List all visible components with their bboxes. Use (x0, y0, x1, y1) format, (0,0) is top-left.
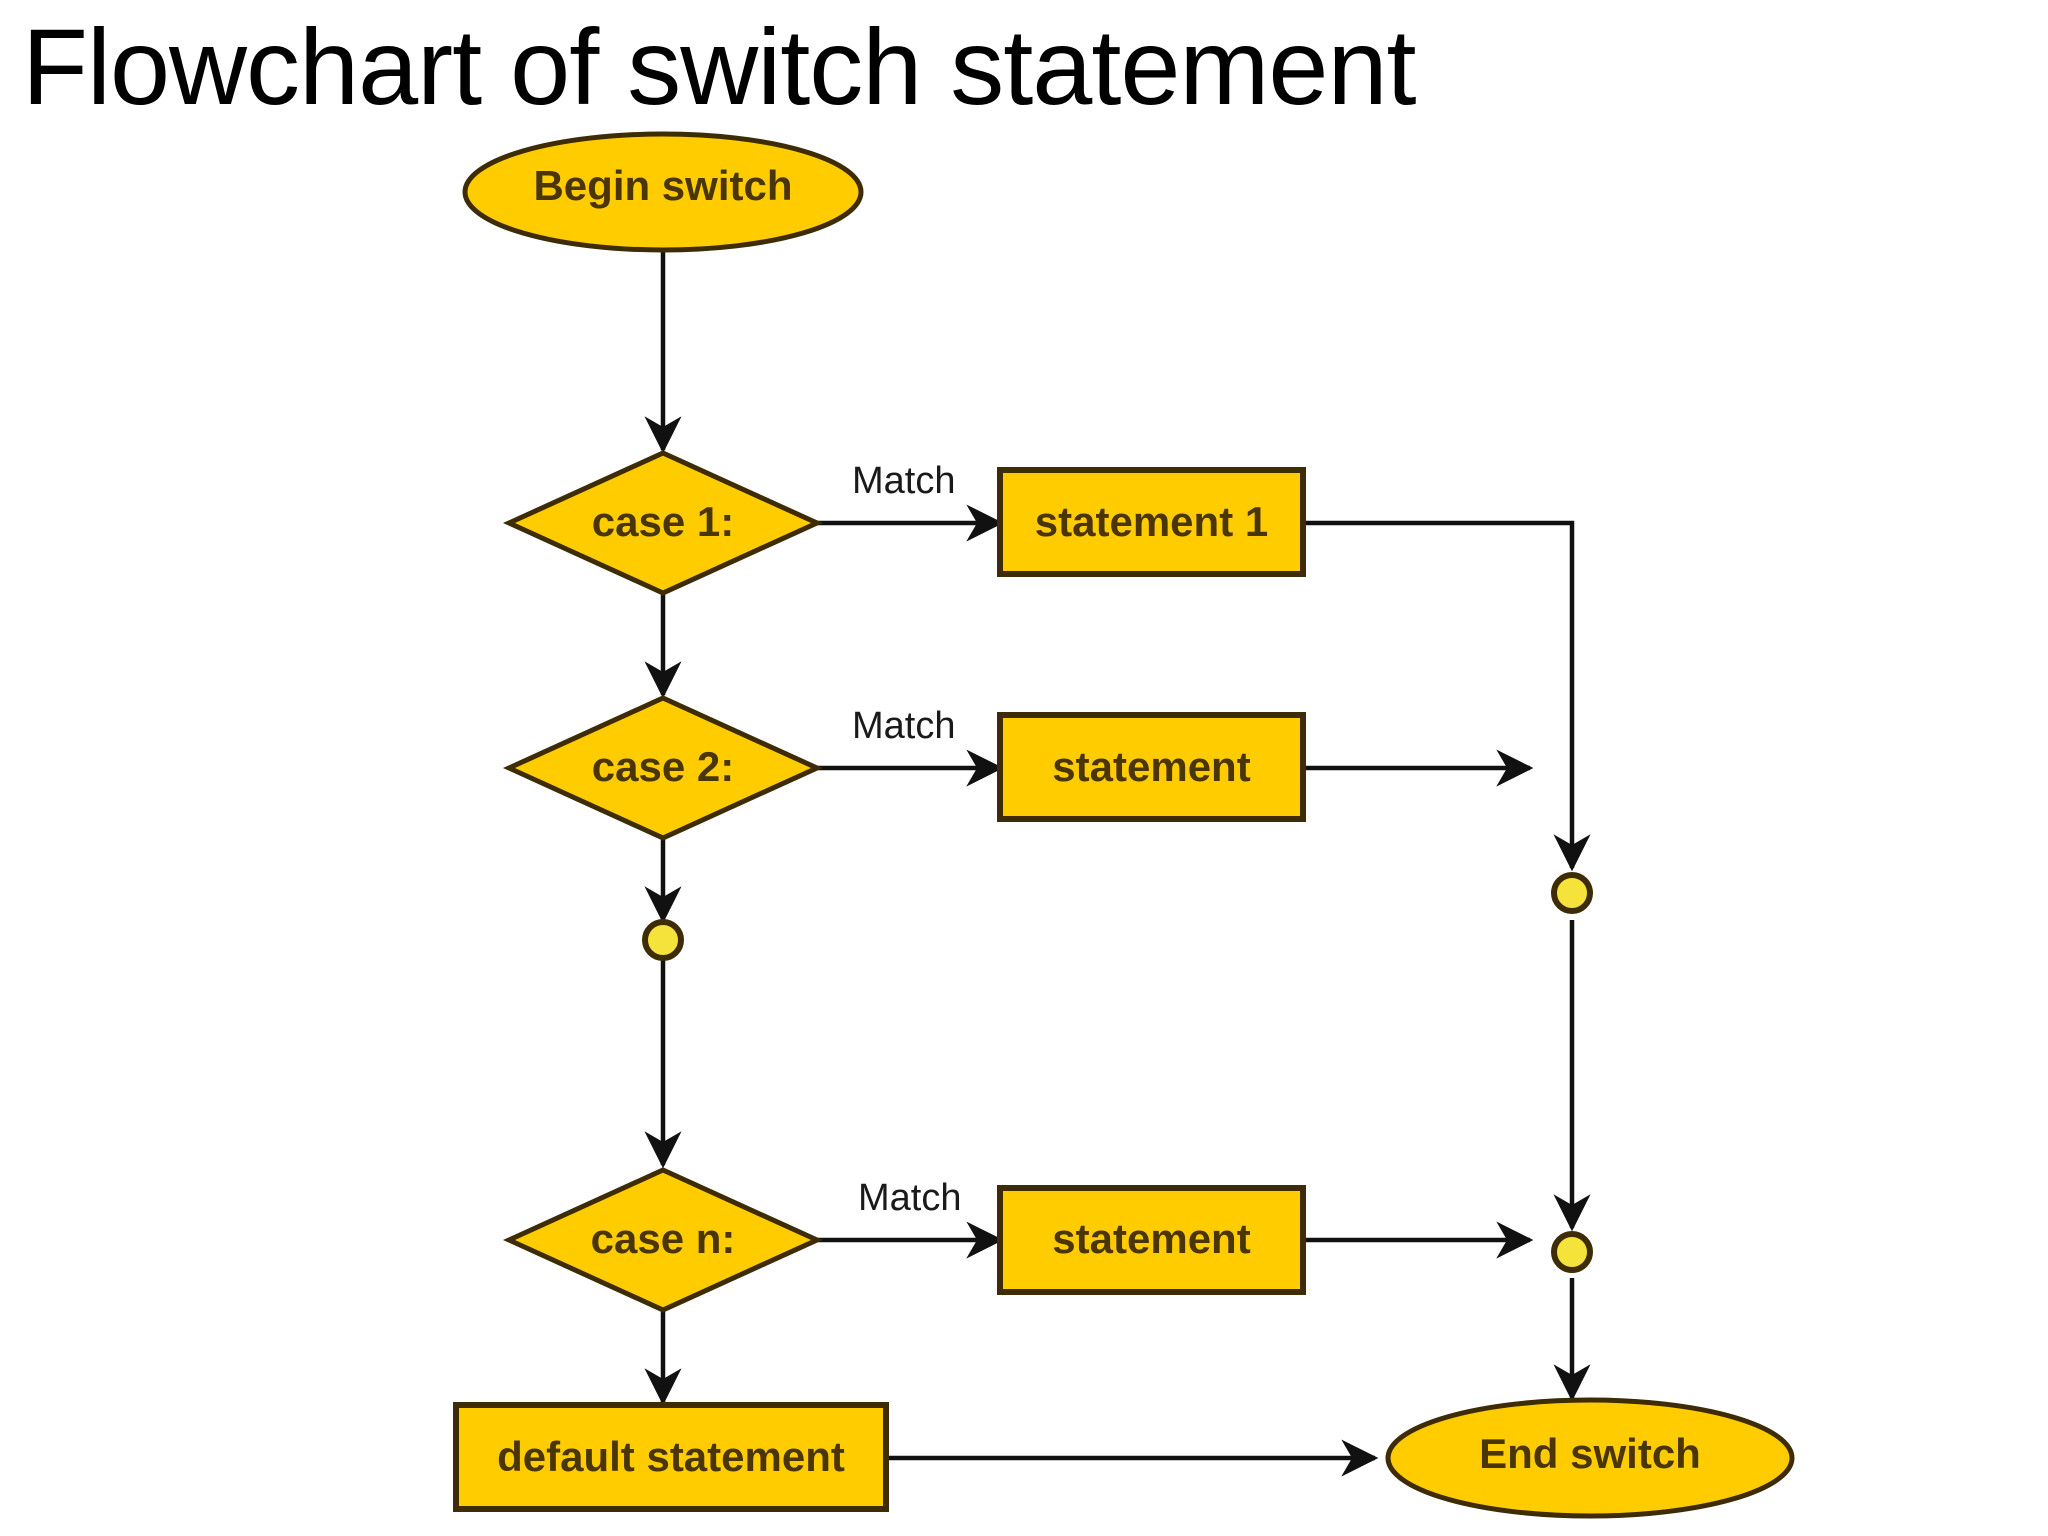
connector-lines (644, 250, 1591, 1477)
page-title: Flowchart of switch statement (22, 6, 1417, 127)
edge-label-casen-match: Match (858, 1177, 962, 1219)
node-statement2[interactable] (997, 712, 1306, 822)
node-connector-circle[interactable] (642, 919, 684, 961)
node-case2[interactable] (502, 695, 824, 841)
node-begin-switch[interactable] (462, 131, 864, 253)
node-merge-circle-2[interactable] (1551, 1231, 1593, 1273)
node-default-statement[interactable] (453, 1402, 889, 1512)
edge-label-case1-match: Match (852, 460, 956, 502)
node-end-switch[interactable] (1385, 1397, 1795, 1519)
flowchart-svg (453, 131, 1795, 1519)
flowchart-diagram: Begin switch case 1: statement 1 case 2:… (0, 130, 2048, 1530)
edge-statement1-to-merge1 (1303, 520, 1591, 872)
edge-label-case2-match: Match (852, 705, 956, 747)
node-statementn[interactable] (997, 1185, 1306, 1295)
node-merge-circle-1[interactable] (1551, 872, 1593, 914)
node-casen[interactable] (502, 1167, 824, 1313)
node-case1[interactable] (502, 450, 824, 596)
node-statement1[interactable] (997, 467, 1306, 577)
